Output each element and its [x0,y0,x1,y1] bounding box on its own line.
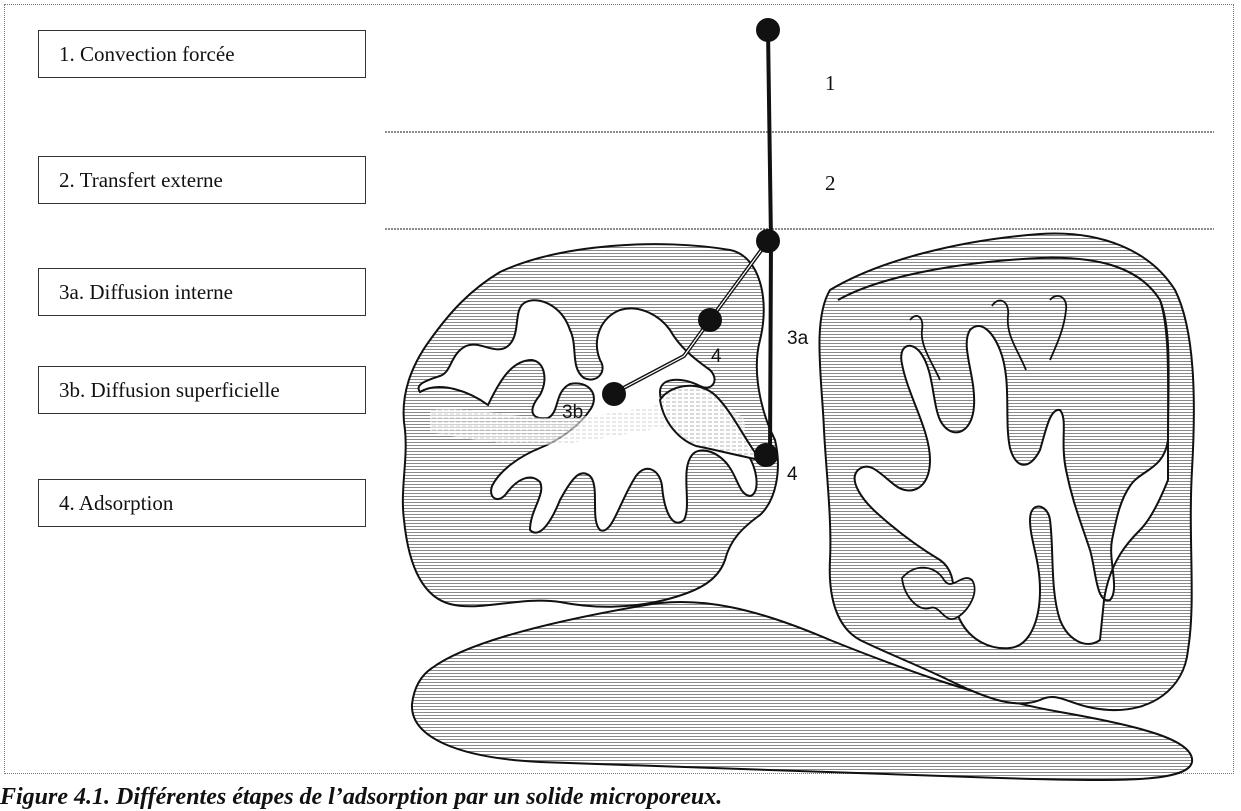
figure-caption: Figure 4.1. Différentes étapes de l’adso… [0,784,722,811]
node-bulk [756,18,780,42]
label-path-3b: 3b [562,402,583,423]
label-path-3a: 3a [787,328,809,349]
node-adsorption-left [698,308,722,332]
label-zone-1: 1 [825,71,836,95]
node-adsorption-right [754,443,778,467]
label-zone-2: 2 [825,171,836,195]
label-site-4-right: 4 [787,464,798,485]
label-site-4-left: 4 [711,346,722,367]
node-surface [756,229,780,253]
node-surface-diffusion-end [602,382,626,406]
